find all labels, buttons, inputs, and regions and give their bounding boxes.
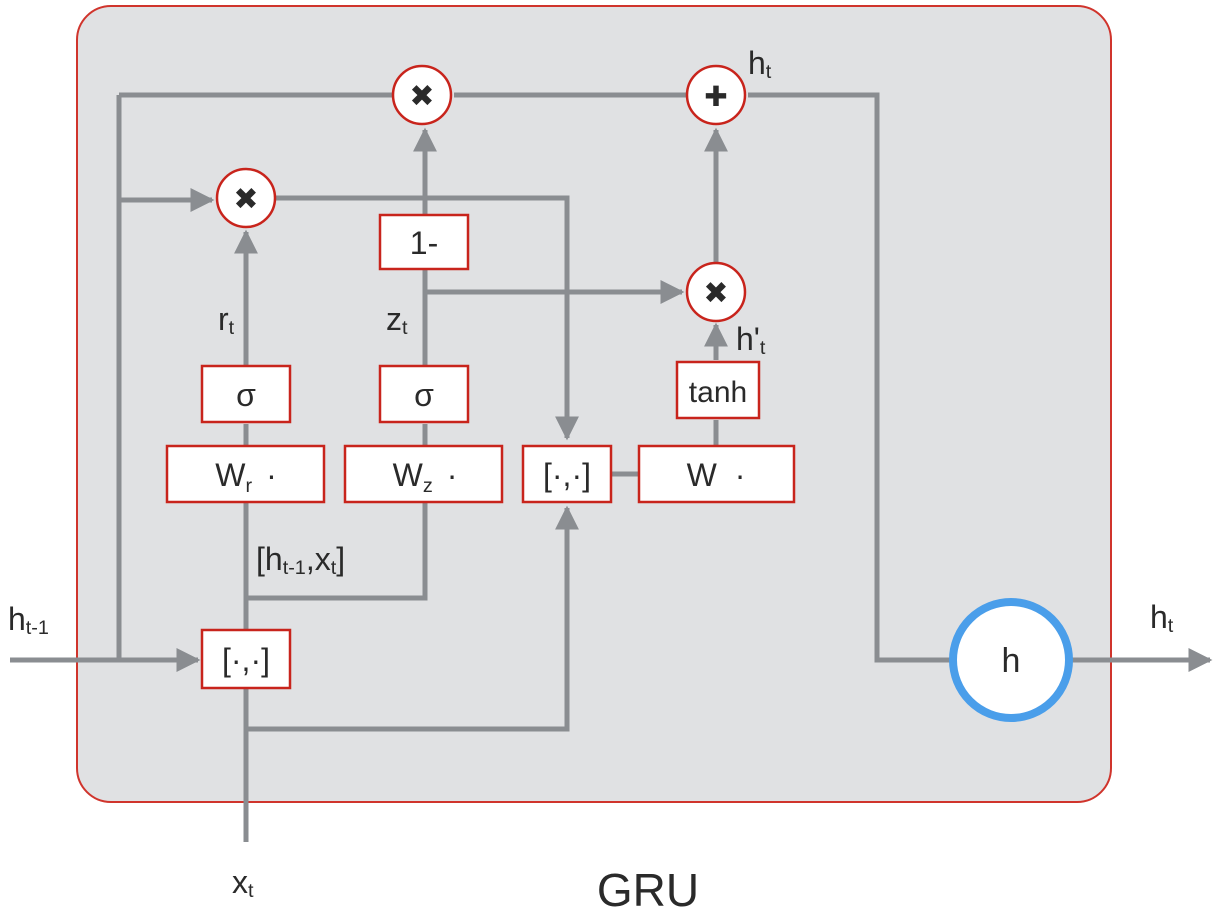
connections <box>10 92 1213 842</box>
output-node: h <box>949 598 1073 722</box>
diagram-title: GRU <box>597 864 699 916</box>
r-t-label: rt <box>218 301 235 339</box>
svg-text:✚: ✚ <box>704 81 727 112</box>
sigma-r-label: σ <box>236 377 256 413</box>
sigma-z-box <box>378 364 470 424</box>
x-to-candidate-concat-line <box>246 505 579 732</box>
multiply-top-icon: ✖ <box>391 64 453 126</box>
concat-input-label: [·,·] <box>222 642 270 678</box>
wr-box <box>165 444 326 504</box>
add-icon: ✚ <box>685 64 747 126</box>
gru-cell <box>76 5 1112 803</box>
h-top-label: ht <box>748 45 772 83</box>
concat-input-box <box>200 628 292 690</box>
x-input-label: xt <box>232 864 254 902</box>
wz-label: Wz· <box>393 457 458 497</box>
reset-mult-to-concat-line <box>276 195 579 441</box>
h-candidate-label: h't <box>736 321 766 359</box>
wr-label: Wr· <box>215 457 276 497</box>
concat-candidate-label: [·,·] <box>543 457 591 493</box>
pointwise-ops: ✖ ✖ ✖ ✚ <box>215 64 747 323</box>
multiply-reset-icon: ✖ <box>215 167 277 229</box>
concat-to-wz-line <box>246 502 428 601</box>
labels: ht-1 xt ht ht rt zt h't [ht-1,xt] GRU <box>8 45 1174 916</box>
w-box <box>637 444 796 504</box>
add-to-output-line <box>748 92 950 663</box>
h-out-label: ht <box>1150 599 1174 637</box>
tanh-label: tanh <box>689 376 747 409</box>
tanh-box <box>675 360 761 420</box>
h-prev-label: ht-1 <box>8 601 49 639</box>
svg-text:✖: ✖ <box>233 183 258 216</box>
w-label: W· <box>687 457 746 493</box>
concat-note-label: [ht-1,xt] <box>256 541 345 579</box>
svg-text:✖: ✖ <box>703 277 728 310</box>
gate-boxes: Wr· Wz· W· σ σ 1- tanh [·,·] [·,·] <box>165 213 796 690</box>
svg-text:✖: ✖ <box>409 80 434 113</box>
multiply-update-icon: ✖ <box>685 261 747 323</box>
concat-candidate-box <box>521 444 613 504</box>
z-t-label: zt <box>386 301 408 339</box>
output-node-label: h <box>1002 642 1021 680</box>
one-minus-box <box>378 213 470 271</box>
wz-box <box>343 444 504 504</box>
sigma-r-box <box>200 364 292 424</box>
sigma-z-label: σ <box>414 377 434 413</box>
one-minus-label: 1- <box>410 225 438 261</box>
